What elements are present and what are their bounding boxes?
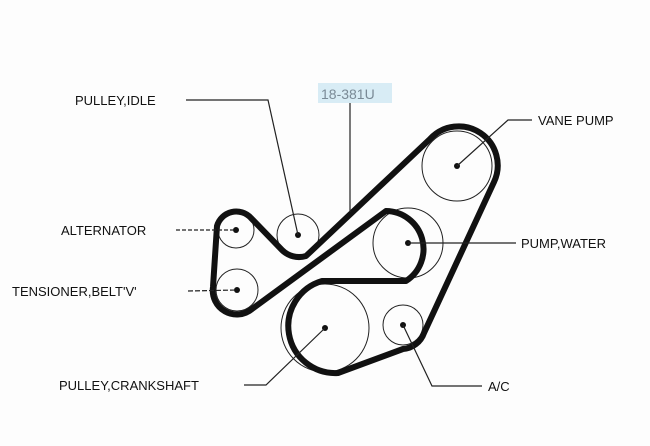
leader-vane-pump <box>456 119 532 167</box>
leader-crankshaft <box>244 327 326 386</box>
label-alternator: ALTERNATOR <box>61 223 146 238</box>
label-tensioner: TENSIONER,BELT'V' <box>12 284 137 299</box>
label-water-pump: PUMP,WATER <box>521 236 606 251</box>
label-vane-pump: VANE PUMP <box>538 113 614 128</box>
pulley-ac <box>382 304 424 346</box>
label-ac: A/C <box>488 379 510 394</box>
pulley-vane-pump <box>421 130 493 202</box>
label-crankshaft: PULLEY,CRANKSHAFT <box>59 378 199 393</box>
label-pulley-idle: PULLEY,IDLE <box>75 93 156 108</box>
leader-tensioner <box>187 289 238 292</box>
leader-idle <box>186 99 299 236</box>
leader-ac <box>402 324 482 387</box>
part-number-label: 18-381U <box>321 86 375 102</box>
v-belt <box>209 123 501 377</box>
part-number-highlight <box>318 83 392 103</box>
